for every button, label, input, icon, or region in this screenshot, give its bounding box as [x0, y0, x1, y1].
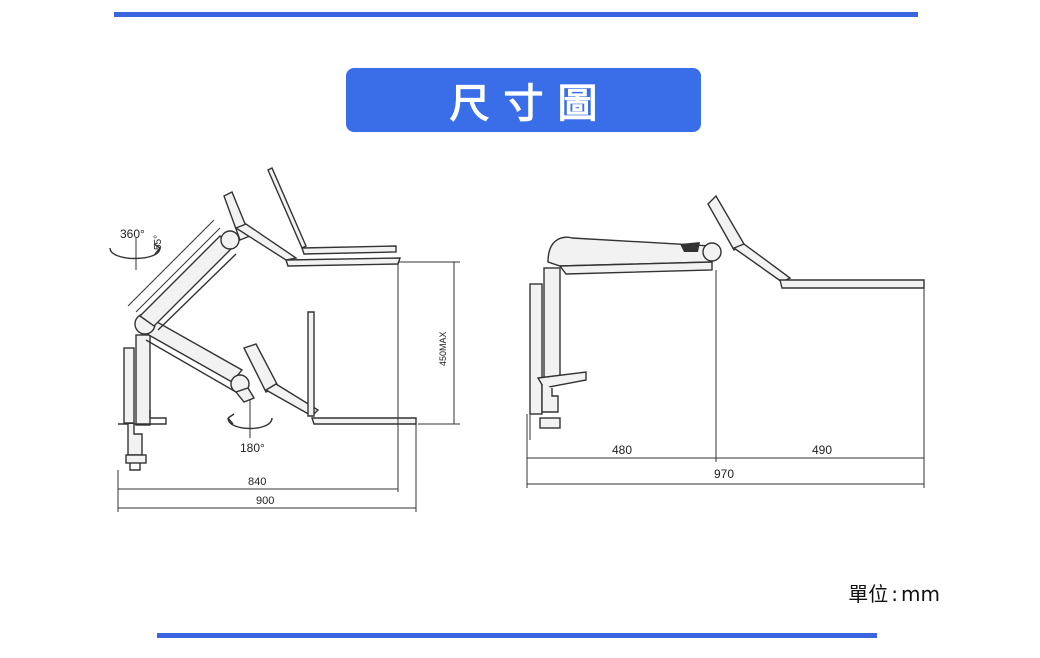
- height-dimension-label: 450MAX: [438, 331, 448, 366]
- arm-angle-label: 55°: [153, 235, 164, 250]
- left-upper-tray: [234, 167, 401, 267]
- dimension-480-label: 480: [612, 443, 632, 457]
- left-view: [109, 167, 460, 512]
- left-lower-arm: [134, 313, 256, 403]
- unit-separator: :: [891, 582, 899, 606]
- left-clamp: [118, 334, 167, 471]
- dimension-970-label: 970: [714, 467, 734, 481]
- unit-value: mm: [901, 582, 940, 606]
- rotation-arrow-top: [109, 247, 161, 260]
- dimension-900-label: 900: [256, 495, 274, 507]
- left-upper-arm: [138, 191, 251, 331]
- rotation-label-bottom: 180°: [240, 441, 265, 455]
- page-title: 尺寸圖: [449, 81, 612, 127]
- bottom-rule: [157, 633, 877, 638]
- rotation-label-top: 360°: [120, 227, 145, 241]
- right-tray: [707, 194, 925, 289]
- unit-note: 單位:mm: [848, 578, 940, 607]
- right-view: [526, 194, 925, 488]
- dimension-840-label: 840: [248, 476, 266, 488]
- left-lower-tray: [243, 311, 417, 425]
- top-rule: [114, 12, 918, 17]
- right-arm: [547, 236, 722, 275]
- title-banner: 尺寸圖: [346, 68, 701, 132]
- dimension-490-label: 490: [812, 443, 832, 457]
- unit-label: 單位: [848, 582, 889, 606]
- right-clamp: [529, 267, 587, 440]
